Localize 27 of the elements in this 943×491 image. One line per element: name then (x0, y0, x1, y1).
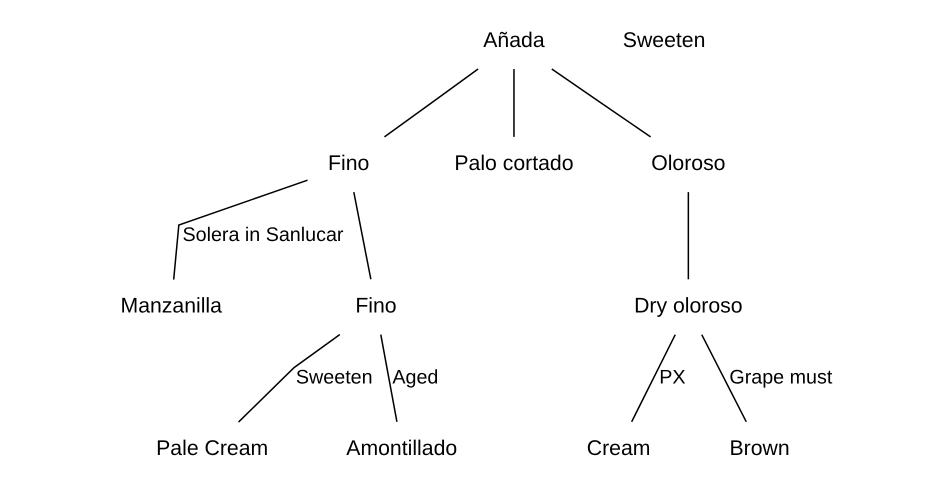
node-text: Manzanilla (120, 294, 222, 318)
node-text: Amontillado (346, 437, 458, 460)
connector (701, 334, 747, 422)
node-text: Brown (730, 437, 790, 460)
edge-label: Aged (392, 366, 438, 388)
connector (172, 179, 308, 280)
edge-label: Sweeten (296, 366, 373, 388)
node-text: Añada (483, 29, 545, 52)
node-text: Pale Cream (156, 437, 268, 460)
connector (380, 334, 398, 422)
connector (513, 69, 515, 137)
node-text: Oloroso (651, 152, 726, 175)
edge-label: Solera in Sanlucar (182, 224, 344, 246)
node-text: Fino (355, 294, 397, 318)
node-text: Fino (328, 152, 370, 175)
connector (630, 334, 676, 422)
node-text: Dry oloroso (634, 294, 743, 318)
connector (551, 68, 652, 138)
connector (384, 68, 479, 138)
connector (353, 192, 372, 280)
connector (238, 334, 340, 423)
node-text: Cream (586, 437, 650, 460)
edge-label: Grape must (729, 366, 832, 388)
node-text: Palo cortado (454, 152, 574, 175)
connector (688, 192, 690, 280)
label: Sweeten (622, 29, 706, 52)
edge-label: PX (659, 366, 686, 388)
